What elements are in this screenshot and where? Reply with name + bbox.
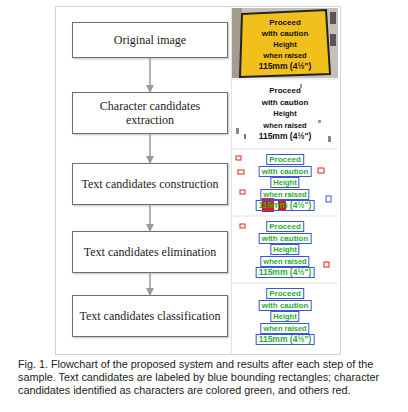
sign-text: Height [270, 311, 299, 322]
sign-text: when raised [260, 256, 309, 267]
sign-text: when raised [263, 51, 306, 60]
column-divider [231, 6, 232, 354]
process-box: Text candidates construction [72, 163, 228, 205]
sign-text: Height [273, 40, 296, 49]
sign-text: with caution [262, 29, 309, 38]
sign-text: when raised [263, 121, 306, 130]
sign-text: with caution [259, 166, 312, 177]
sign-text: Proceed [266, 221, 304, 232]
process-box: Text candidates elimination [72, 231, 228, 273]
sign-text: when raised [260, 189, 309, 200]
sign-text: 115mm (4½") [256, 200, 315, 211]
figure-panel [56, 7, 341, 355]
sign-text: Height [270, 177, 299, 188]
extraction-result [232, 80, 338, 148]
sign-text: Proceed [266, 288, 304, 299]
box-label: Text candidates classification [79, 309, 220, 323]
process-box: Character candidates extraction [72, 92, 228, 134]
sign-text: 115mm (4½") [256, 267, 315, 278]
sign-text: 115mm (4½") [256, 334, 315, 345]
box-label: Text candidates construction [81, 177, 218, 191]
process-box: Original image [72, 22, 228, 58]
original-photo [232, 8, 338, 78]
figure-caption: Fig. 1. Flowchart of the proposed system… [18, 358, 394, 397]
sign-text: Proceed [266, 154, 304, 165]
box-label: Original image [114, 33, 186, 47]
sign-text: with caution [259, 300, 312, 311]
sign-text: Height [270, 244, 299, 255]
sign-text: 115mm (4½") [259, 132, 312, 141]
flow-arrow [149, 205, 151, 231]
sign-text: 115mm (4½") [259, 62, 312, 71]
flow-arrow [149, 134, 151, 163]
flow-arrow [149, 273, 151, 295]
sign-text: Height [273, 109, 296, 118]
process-box: Text candidates classification [72, 295, 228, 337]
sign-text: when raised [260, 323, 309, 334]
sign-text: Proceed [269, 18, 301, 27]
flow-arrow [149, 58, 151, 92]
box-label: Text candidates elimination [84, 245, 216, 259]
sign-text: Proceed [269, 86, 301, 95]
box-label: Character candidates extraction [79, 99, 221, 127]
sign-text: with caution [259, 233, 312, 244]
sign-text: with caution [262, 98, 309, 107]
